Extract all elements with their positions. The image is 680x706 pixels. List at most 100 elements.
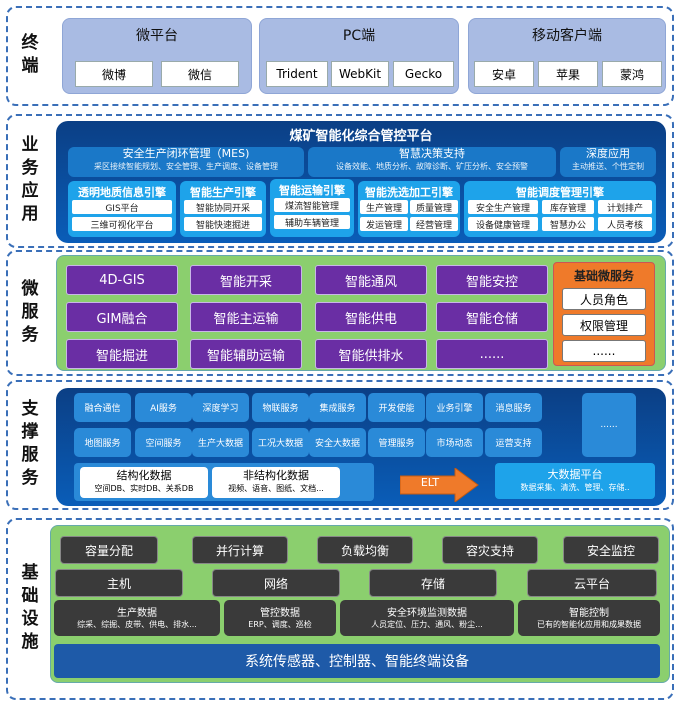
support-service: 管理服务: [368, 428, 425, 457]
section-title: 智慧决策支持: [399, 147, 465, 160]
infra-item: 主机: [55, 569, 183, 597]
structured-title: 结构化数据: [116, 469, 172, 482]
infra-item: 云平台: [527, 569, 657, 597]
engine-item: 质量管理: [410, 200, 458, 214]
engine-title: 智能洗选加工引擎: [365, 186, 453, 199]
engine-title: 智能生产引擎: [190, 186, 256, 199]
business-platform: 煤矿智能化综合管控平台 安全生产闭环管理（MES) 采区接续智能规划、安全管理、生…: [56, 121, 666, 243]
microservice-item: 智能安控: [436, 265, 548, 295]
layer-label-micro: 微服务: [17, 278, 38, 348]
basic-item: 人员角色: [562, 288, 646, 310]
section-sub: 主动推送、个性定制: [572, 162, 644, 171]
terminal-item: 苹果: [538, 61, 598, 87]
group-title: 移动客户端: [532, 28, 602, 44]
data-title: 管控数据: [260, 608, 300, 619]
more-services: ......: [582, 393, 636, 457]
engine-transport: 智能运输引擎 煤流智能管理 辅助车辆管理: [270, 179, 354, 237]
microservice-item: 智能掘进: [66, 339, 178, 369]
basic-item: 权限管理: [562, 314, 646, 336]
data-title: 安全环境监测数据: [387, 608, 467, 619]
basic-microservice: 基础微服务 人员角色 权限管理 ......: [553, 262, 655, 366]
terminal-item: 安卓: [474, 61, 534, 87]
microservice-item: 智能供排水: [315, 339, 427, 369]
unstructured-sub: 视频、语音、图纸、文档...: [228, 484, 324, 493]
support-service: 安全大数据: [309, 428, 366, 457]
terminal-item: 微信: [161, 61, 239, 87]
unstructured-data: 非结构化数据视频、语音、图纸、文档...: [212, 467, 340, 498]
structured-data: 结构化数据空间DB、实时DB、关系DB: [80, 467, 208, 498]
data-sub: ERP、调度、巡检: [248, 620, 312, 629]
infra-item: 网络: [212, 569, 340, 597]
engine-title: 智能调度管理引擎: [516, 186, 604, 199]
support-service: 物联服务: [252, 393, 309, 422]
terminal-item: Gecko: [393, 61, 454, 87]
support-service: 工况大数据: [252, 428, 309, 457]
terminal-item: 微博: [75, 61, 153, 87]
elt-arrow-icon: [400, 468, 479, 502]
data-production: 生产数据综采、综掘、皮带、供电、排水...: [54, 600, 220, 636]
engine-item: 安全生产管理: [468, 200, 538, 214]
engine-title: 透明地质信息引擎: [78, 186, 166, 199]
data-smart-control: 智能控制已有的智能化应用和成果数据: [518, 600, 660, 636]
microservice-item: ......: [436, 339, 548, 369]
engine-item: 经营管理: [410, 217, 458, 231]
engine-washing: 智能洗选加工引擎 生产管理 质量管理 发运管理 经营管理: [358, 181, 460, 237]
elt-label: ELT: [420, 476, 440, 489]
infra-item: 负载均衡: [317, 536, 413, 564]
group-title: PC端: [342, 28, 376, 44]
terminal-group-wechat-platform: 微平台 微博 微信: [62, 18, 252, 94]
engine-item: 生产管理: [360, 200, 408, 214]
support-service: 消息服务: [485, 393, 542, 422]
engine-title: 智能运输引擎: [279, 184, 345, 197]
engine-item: 煤流智能管理: [274, 198, 350, 212]
support-service: 地图服务: [74, 428, 131, 457]
bigdata-sub: 数据采集、清洗、管理、存储..: [520, 483, 630, 492]
data-sub: 综采、综掘、皮带、供电、排水...: [77, 620, 197, 629]
support-service: 运营支持: [485, 428, 542, 457]
engine-item: 辅助车辆管理: [274, 215, 350, 229]
basic-title: 基础微服务: [573, 269, 634, 283]
microservice-item: 智能主运输: [190, 302, 302, 332]
layer-label-business: 业务应用: [17, 135, 38, 227]
section-title: 安全生产闭环管理（MES): [122, 147, 250, 160]
infra-item: 安全监控: [563, 536, 659, 564]
terminal-layer: [6, 6, 674, 106]
structured-sub: 空间DB、实时DB、关系DB: [94, 484, 194, 493]
platform-title: 煤矿智能化综合管控平台: [289, 129, 433, 144]
support-service: 业务引擎: [426, 393, 483, 422]
terminal-group-pc: PC端 Trident WebKit Gecko: [259, 18, 459, 94]
data-title: 智能控制: [569, 608, 609, 619]
infra-layer: [6, 518, 674, 700]
infra-item: 并行计算: [192, 536, 288, 564]
engine-item: 人员考核: [598, 217, 652, 231]
engine-item: 计划排产: [598, 200, 652, 214]
support-service: 集成服务: [309, 393, 366, 422]
terminal-item: Trident: [266, 61, 328, 87]
microservice-item: 智能通风: [315, 265, 427, 295]
data-sub: 已有的智能化应用和成果数据: [537, 620, 641, 629]
devices-bar: 系统传感器、控制器、智能终端设备: [54, 644, 660, 678]
basic-item: ......: [562, 340, 646, 362]
infra-item: 容灾支持: [442, 536, 538, 564]
microservice-item: 智能仓储: [436, 302, 548, 332]
support-service: 融合通信: [74, 393, 131, 422]
section-decision: 智慧决策支持设备效能、地质分析、故障诊断、矿压分析、安全预警: [308, 147, 556, 177]
layer-label-terminal: 终端: [17, 33, 38, 79]
engine-item: 智能协同开采: [184, 200, 262, 214]
engine-item: 发运管理: [360, 217, 408, 231]
section-sub: 采区接续智能规划、安全管理、生产调度、设备管理: [94, 162, 278, 171]
terminal-item: 蒙鸿: [602, 61, 662, 87]
engine-geology: 透明地质信息引擎 GIS平台 三维可视化平台: [68, 181, 176, 237]
microservice-item: 4D-GIS: [66, 265, 178, 295]
support-service: 空间服务: [135, 428, 192, 457]
support-service: 深度学习: [192, 393, 249, 422]
micro-layer: [6, 250, 674, 376]
layer-label-infra: 基础设施: [17, 563, 38, 655]
microservice-item: GIM融合: [66, 302, 178, 332]
unstructured-title: 非结构化数据: [243, 469, 309, 482]
engine-item: 智慧办公: [542, 217, 594, 231]
bigdata-platform: 大数据平台数据采集、清洗、管理、存储..: [495, 463, 655, 499]
section-sub: 设备效能、地质分析、故障诊断、矿压分析、安全预警: [336, 162, 528, 171]
engine-item: 三维可视化平台: [72, 217, 172, 231]
support-service: 市场动态: [426, 428, 483, 457]
